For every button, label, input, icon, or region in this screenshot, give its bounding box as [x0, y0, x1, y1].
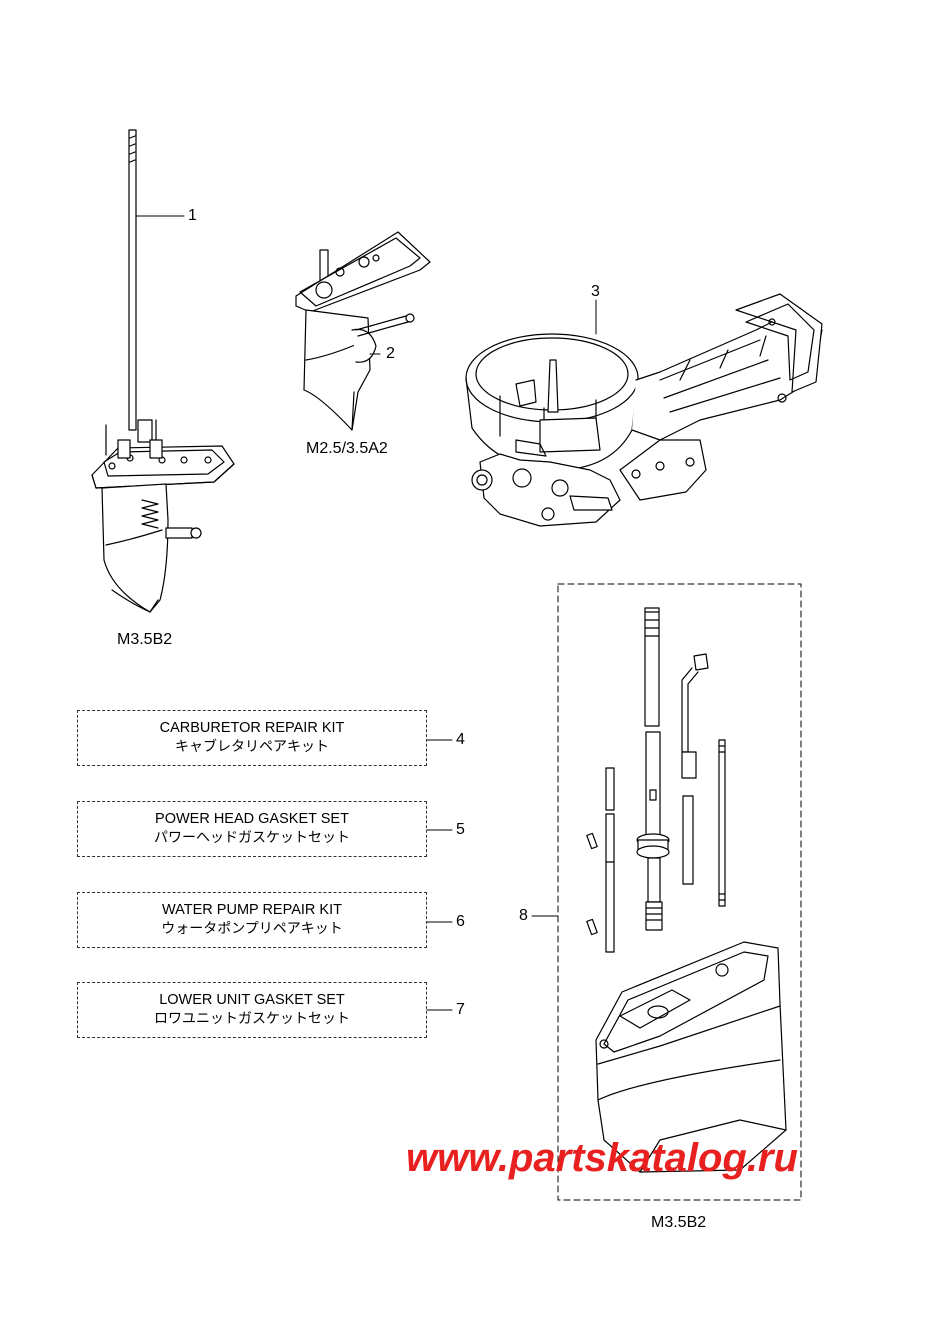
- kit-name-jp: ロワユニットガスケットセット: [154, 1011, 350, 1027]
- kit-name-jp: キャブレタリペアキット: [175, 739, 329, 755]
- kit-name-en: WATER PUMP REPAIR KIT: [162, 902, 342, 918]
- kit-box-carburetor-repair: CARBURETOR REPAIR KIT キャブレタリペアキット: [77, 710, 427, 766]
- kit-box-water-pump-repair: WATER PUMP REPAIR KIT ウォータポンプリペアキット: [77, 892, 427, 948]
- kit-name-en: CARBURETOR REPAIR KIT: [159, 720, 345, 736]
- callout-6: 6: [456, 913, 465, 930]
- callout-5: 5: [456, 821, 465, 838]
- kit-box-power-head-gasket: POWER HEAD GASKET SET パワーヘッドガスケットセット: [77, 801, 427, 857]
- drive-shaft-lower-unit-part-1: [91, 129, 235, 613]
- kit-name-jp: パワーヘッドガスケットセット: [154, 830, 350, 846]
- callout-2: 2: [386, 345, 395, 362]
- kit-box-lower-unit-gasket: LOWER UNIT GASKET SET ロワユニットガスケットセット: [77, 982, 427, 1038]
- model-label-left: M3.5B2: [117, 631, 173, 648]
- callout-1: 1: [188, 207, 197, 224]
- watermark: www.partskatalog.ru: [406, 1136, 798, 1180]
- kit-name-en: LOWER UNIT GASKET SET: [159, 992, 345, 1008]
- callout-4: 4: [456, 731, 465, 748]
- gear-case-part-2: [295, 231, 431, 431]
- callout-8: 8: [519, 907, 528, 924]
- model-label-bottom: M3.5B2: [651, 1214, 707, 1231]
- kit-name-en: POWER HEAD GASKET SET: [155, 811, 349, 827]
- powerhead-part-3: [465, 293, 823, 527]
- callout-7: 7: [456, 1001, 465, 1018]
- drive-shaft-kit-part-8: [557, 583, 802, 1201]
- model-label-middle: M2.5/3.5A2: [306, 440, 388, 457]
- callout-3: 3: [591, 283, 600, 300]
- leader-lines: [135, 215, 597, 1011]
- kit-name-jp: ウォータポンプリペアキット: [161, 921, 343, 937]
